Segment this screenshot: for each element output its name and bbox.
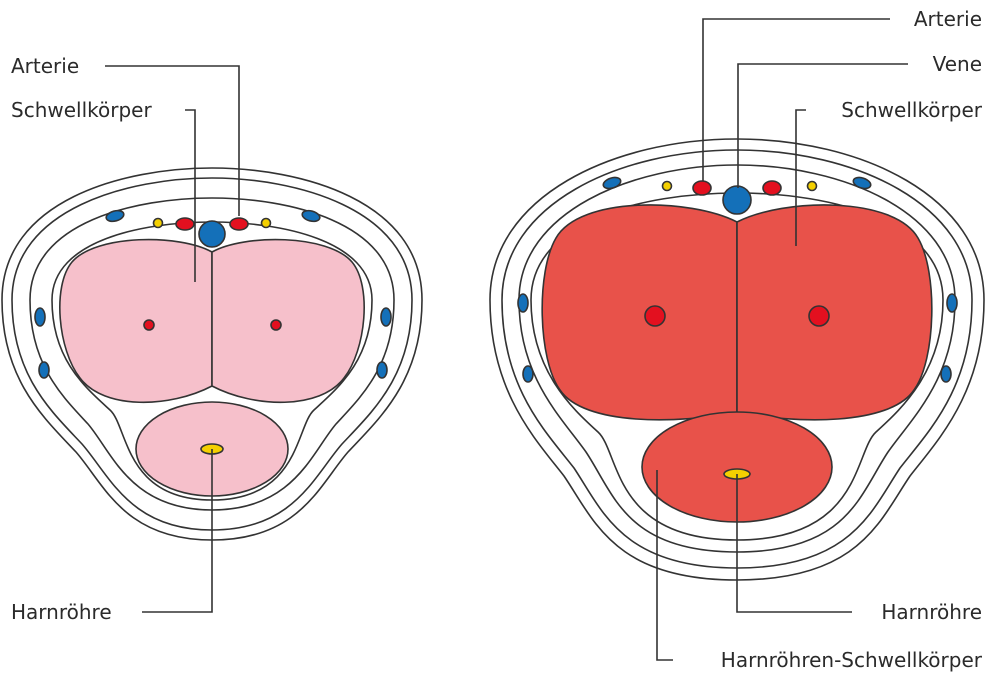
right-nerve-right (806, 180, 818, 192)
right-vein-side-right-1 (946, 293, 958, 313)
right-vein-side-left-1 (517, 293, 529, 313)
right-leader-arterie (702, 18, 890, 181)
right-leader-vene (737, 63, 908, 188)
right-label-vene: Vene (932, 52, 982, 76)
right-nerve-left (661, 180, 673, 192)
left-label-harnroehre: Harnröhre (11, 600, 112, 624)
right-leader-schwellkoerper (795, 109, 806, 246)
left-nerve-right (260, 217, 272, 229)
left-corpus-cavernosum-right (211, 238, 365, 404)
right-vein-side-right-2 (940, 365, 952, 383)
left-vein-side-right-1 (380, 307, 392, 327)
erect-cross-section (489, 18, 985, 661)
left-dorsal-vein (198, 220, 226, 248)
left-vein-side-left-2 (38, 361, 50, 379)
left-dorsal-artery-right (229, 217, 249, 231)
right-deep-artery-right (808, 305, 830, 327)
right-corpus-cavernosum-left (541, 204, 738, 421)
right-vein-top-right (852, 176, 872, 190)
left-deep-artery-right (270, 319, 282, 331)
left-dorsal-artery-left (175, 217, 195, 231)
right-dorsal-artery-right (762, 180, 782, 196)
right-leader-harnroehre (736, 474, 852, 613)
left-vein-top-left (105, 209, 125, 223)
left-deep-artery-left (143, 319, 155, 331)
left-vein-side-right-2 (376, 361, 388, 379)
left-corpus-cavernosum-left (59, 238, 213, 404)
left-nerve-left (152, 217, 164, 229)
right-label-schwellkoerper: Schwellkörper (841, 98, 982, 122)
left-leader-harnroehre (142, 449, 213, 613)
right-label-harnroehren-schwellkoerper: Harnröhren-Schwellkörper (720, 648, 982, 672)
left-leader-schwellkoerper (185, 109, 196, 282)
right-vein-top-left (602, 176, 622, 190)
right-dorsal-artery-left (692, 180, 712, 196)
right-label-harnroehre: Harnröhre (881, 600, 982, 624)
left-label-schwellkoerper: Schwellkörper (11, 98, 152, 122)
left-leader-arterie (105, 65, 240, 216)
right-corpus-cavernosum-right (736, 204, 933, 421)
right-dorsal-vein (722, 185, 752, 215)
right-vein-side-left-2 (522, 365, 534, 383)
right-deep-artery-left (644, 305, 666, 327)
flaccid-cross-section (1, 65, 423, 613)
right-label-arterie: Arterie (913, 7, 982, 31)
left-vein-side-left-1 (34, 307, 46, 327)
left-label-arterie: Arterie (11, 54, 80, 78)
left-vein-top-right (301, 209, 321, 223)
right-leader-harnroehren-schwellkoerper (656, 470, 673, 661)
